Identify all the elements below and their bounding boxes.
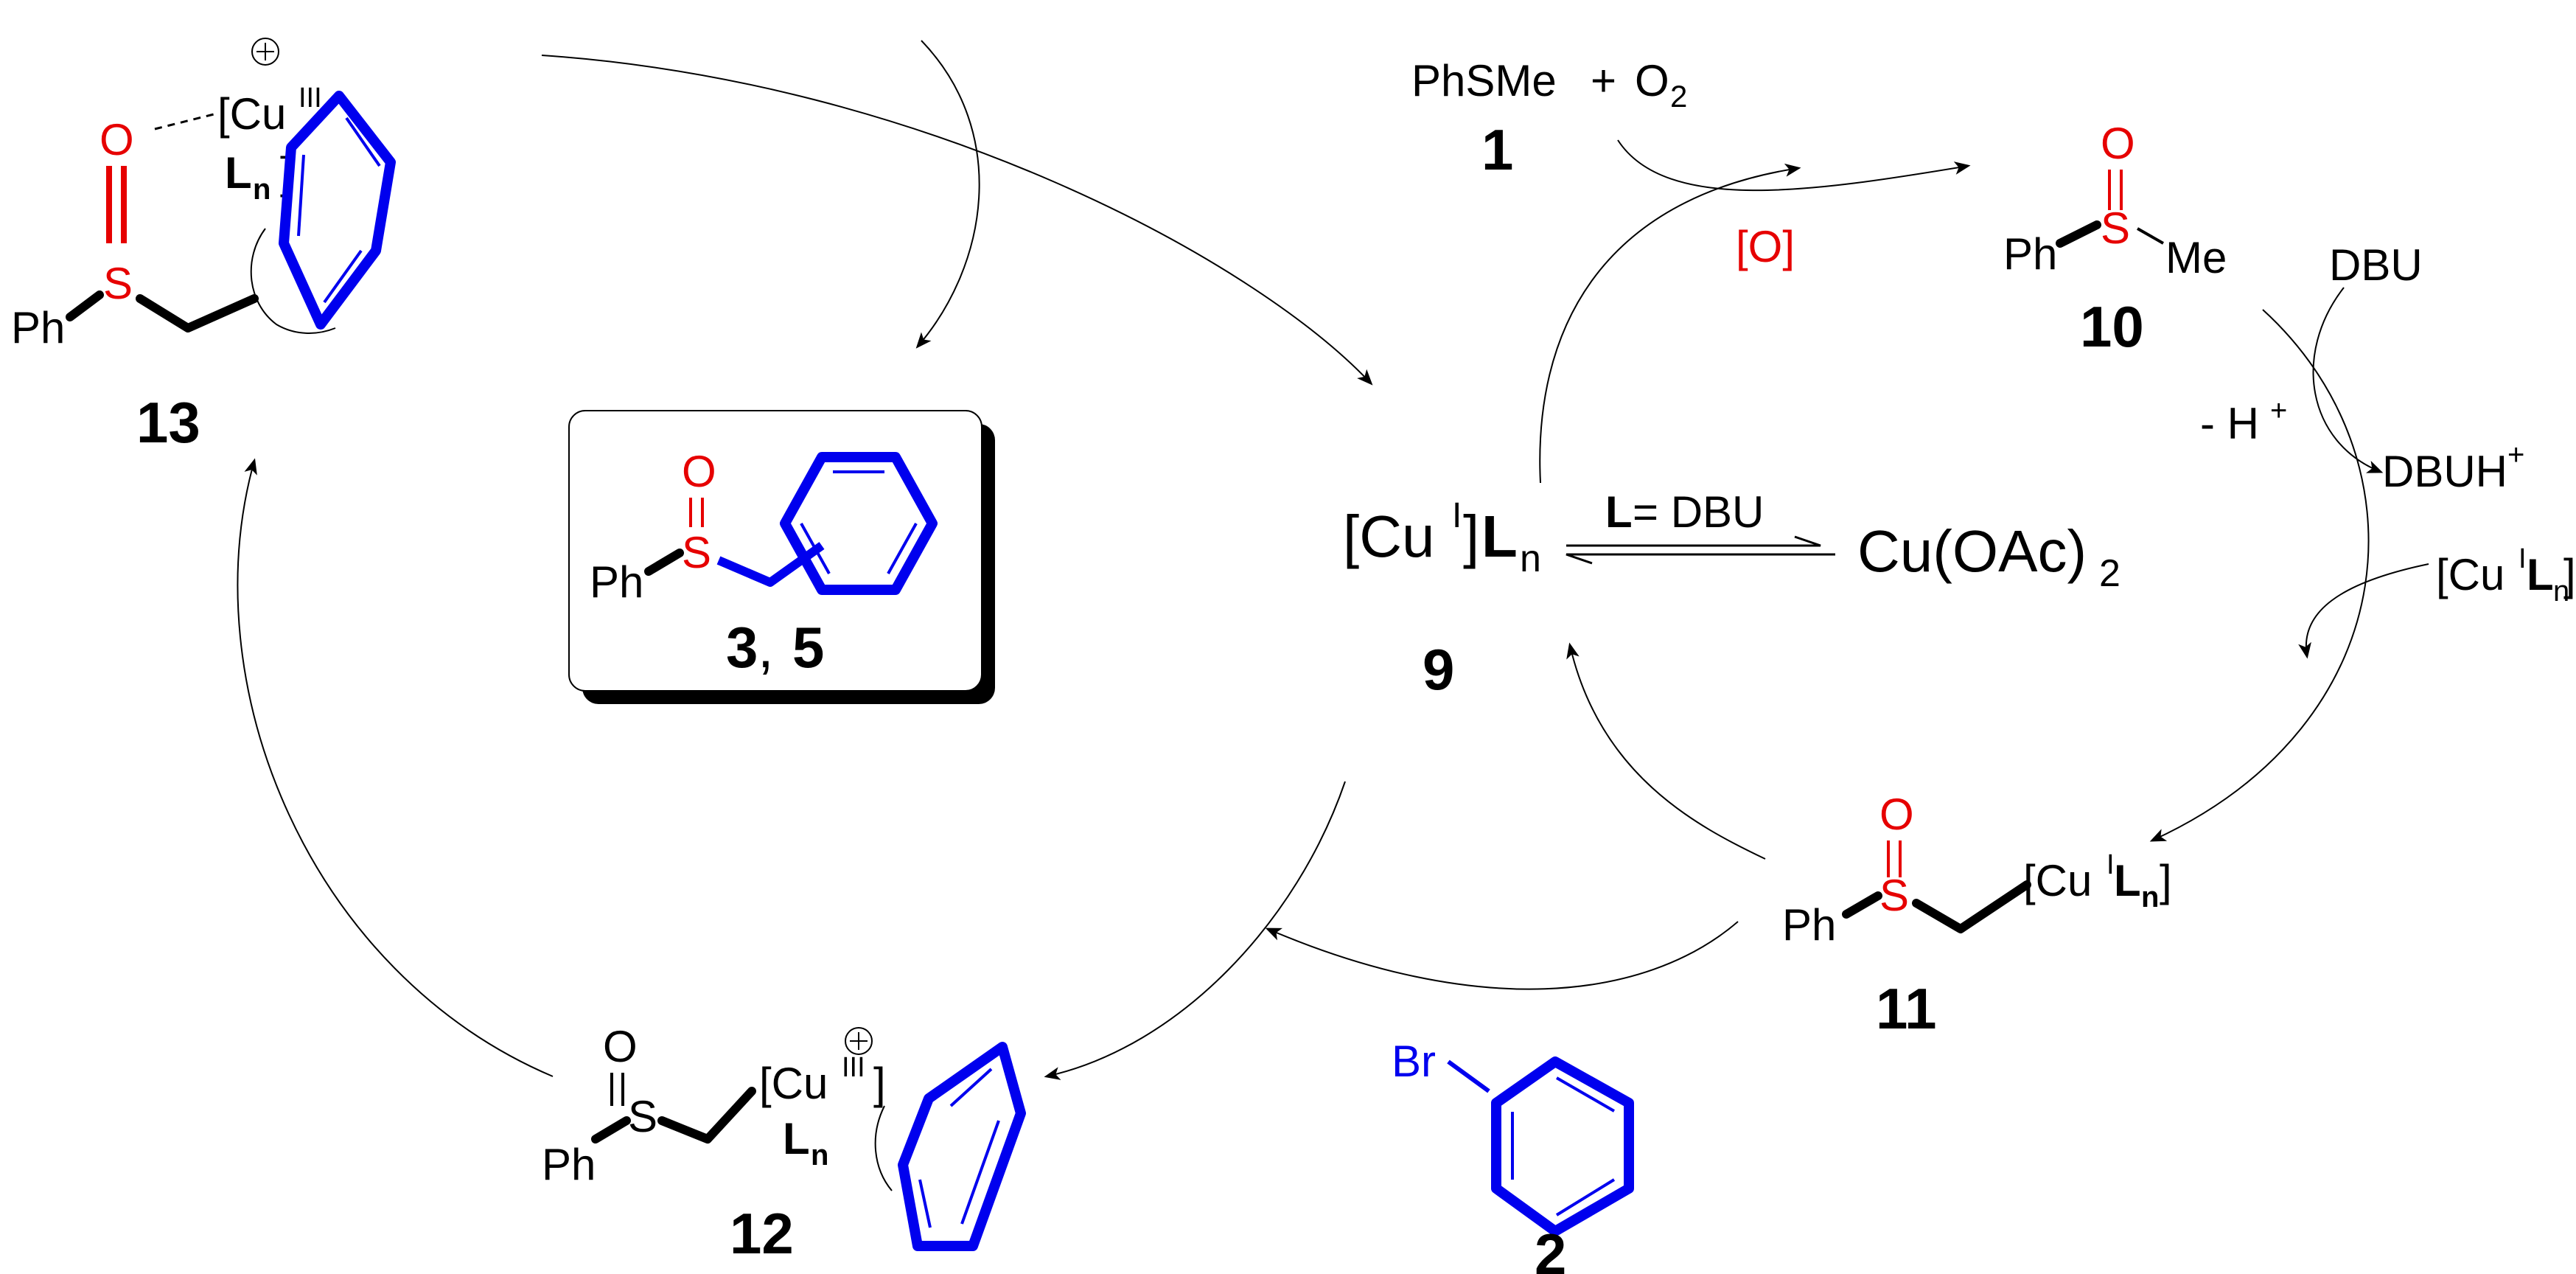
arrow-13-to-product [915, 40, 980, 349]
cul-in-close: ] [2563, 550, 2576, 599]
arrow-13-to-9 [541, 55, 1373, 386]
arrow-11-to-12-via-2 [1265, 921, 1739, 990]
arrow-dbu-to-dbuh [2312, 287, 2384, 473]
dbu-label: DBU [2329, 240, 2423, 290]
arrow-1-to-10 [1617, 139, 1971, 192]
compound-12: O S Ph [Cu III ] L n 12 [542, 1022, 1026, 1266]
arrow-12-to-13 [237, 458, 554, 1077]
c11-sulfur: S [1879, 871, 1909, 920]
base-deprotonation: DBU - H + DBUH + [2200, 240, 2524, 496]
oxidant-label: [O] [1736, 222, 1795, 271]
c13-cu-L: L [225, 148, 252, 198]
cu-i-sub: n [1520, 537, 1541, 580]
cul-in-sub: n [2553, 575, 2569, 608]
compound-10-sulfoxide: O S Ph Me 10 [2003, 119, 2227, 359]
compound-1-number: 1 [1481, 117, 1513, 182]
cul-in-open: [Cu [2436, 550, 2505, 599]
c13-oxygen: O [100, 115, 134, 164]
product-box: O S Ph 3 , 5 [568, 410, 995, 704]
compound-2-number: 2 [1535, 1222, 1566, 1274]
c12-cu-sup: III [842, 1052, 865, 1083]
c13-ph: Ph [11, 303, 65, 352]
arrow-cul-in [2298, 563, 2429, 659]
cu-i-close: ] [1463, 504, 1479, 569]
product-number-a: 3 [726, 615, 758, 680]
compound-13-number: 13 [136, 390, 200, 455]
minus-h-label: - H [2200, 399, 2259, 448]
arrow-9-oxidation [1539, 163, 1801, 484]
cation-icon [845, 1027, 873, 1055]
ligand-eq-L: L [1605, 487, 1633, 537]
cation-icon [251, 38, 279, 66]
c11-ph: Ph [1782, 900, 1836, 950]
dbuh-label: DBUH [2382, 447, 2507, 496]
compound-10-number: 10 [2080, 294, 2144, 359]
catalyst-9: [Cu I ] L n 9 [1343, 496, 1541, 702]
c11-oxygen: O [1879, 790, 1914, 839]
c13-cu-open: [Cu [217, 89, 286, 139]
c12-cu-sub: n [811, 1139, 828, 1172]
thioanisole-label: PhSMe [1411, 56, 1557, 105]
equilibrium-forward-arrow [1566, 535, 1821, 547]
bromine-label: Br [1392, 1037, 1436, 1086]
c13-sulfur: S [103, 259, 133, 308]
cu-i-open: [Cu [1343, 504, 1435, 569]
reagents-1-o2: PhSMe + O 2 1 [O] [1411, 56, 1795, 271]
cul-incoming: [Cu I L n ] [2436, 543, 2576, 608]
c13-cu-sup: III [299, 83, 322, 114]
arrow-11-to-9 [1566, 642, 1766, 860]
product-sulfur: S [682, 528, 711, 577]
oxygen-label: O [1635, 56, 1669, 105]
product-number-sep: , [758, 615, 774, 680]
sulfoxide-oxygen: O [2101, 119, 2135, 168]
compound-12-number: 12 [730, 1201, 794, 1266]
ligand-eq-rest: = DBU [1633, 487, 1764, 537]
equilibrium: L = DBU Cu(OAc) 2 [1566, 487, 2121, 595]
product-number-b: 5 [792, 615, 824, 680]
compound-9-number: 9 [1423, 637, 1454, 702]
c13-cu-sub: n [253, 173, 270, 206]
c12-sulfur: S [628, 1092, 657, 1141]
equilibrium-reverse-arrow [1566, 553, 1835, 565]
product-ph: Ph [590, 557, 643, 607]
cu-i-L: L [1481, 504, 1518, 569]
c11-cu-close: ] [2160, 856, 2172, 905]
plus-sign: + [1591, 56, 1616, 105]
cul-in-sup: I [2519, 543, 2527, 574]
c12-cu-open: [Cu [759, 1059, 828, 1108]
cycle-arrows [237, 40, 2429, 1080]
compound-2-bromobenzene: Br 2 [1392, 1037, 1634, 1274]
sulfoxide-ph: Ph [2003, 229, 2057, 279]
minus-h-sup: + [2270, 394, 2287, 427]
c11-cu-open: [Cu [2023, 856, 2092, 905]
arrow-9-to-12 [1044, 781, 1346, 1080]
c12-oxygen: O [603, 1022, 638, 1071]
sulfoxide-sulfur: S [2101, 203, 2130, 253]
sulfoxide-me: Me [2165, 233, 2227, 282]
c11-cu-L: L [2114, 856, 2141, 905]
copper-acetate-sub: 2 [2099, 552, 2121, 595]
c11-cu-sup: I [2106, 849, 2115, 880]
dbuh-sup: + [2507, 439, 2524, 471]
compound-11: O S Ph [Cu I L n ] 11 [1782, 790, 2172, 1041]
oxygen-subscript: 2 [1670, 79, 1687, 114]
cul-in-L: L [2527, 550, 2554, 599]
copper-acetate: Cu(OAc) [1857, 518, 2087, 584]
product-oxygen: O [682, 447, 716, 496]
c12-ph: Ph [542, 1140, 596, 1189]
c11-cu-sub: n [2141, 881, 2159, 913]
compound-11-number: 11 [1876, 976, 1936, 1041]
arrow-10-to-11 [2149, 309, 2370, 842]
c12-cu-close: ] [873, 1059, 886, 1108]
c12-cu-L: L [783, 1114, 810, 1163]
cu-i-sup: I [1452, 496, 1462, 535]
compound-13: O S Ph [Cu III L n ] 13 [11, 38, 396, 455]
